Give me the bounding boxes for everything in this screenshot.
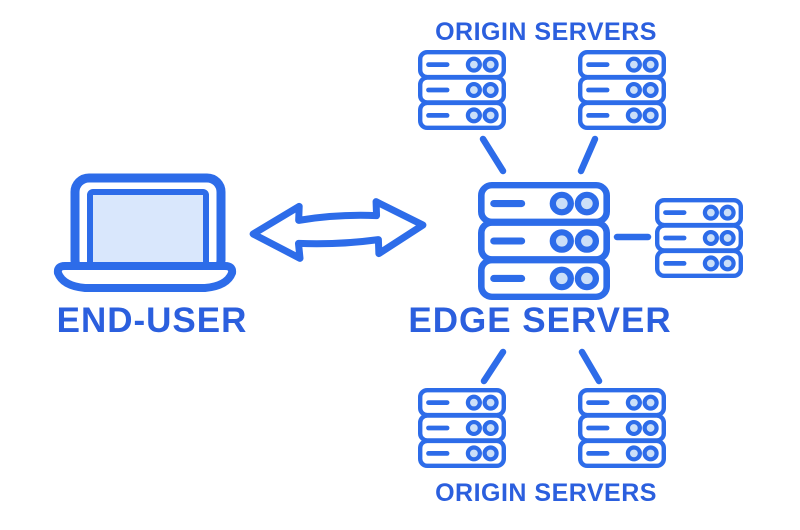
connector-edge-to-origin-bottom-left: [480, 348, 507, 385]
origin-server-bottom-right-icon: [578, 388, 666, 468]
origin-server-right-icon: [655, 198, 743, 278]
connector-edge-to-origin-top-left: [479, 135, 507, 175]
laptop-icon: [53, 173, 237, 292]
origin-server-bottom-left-icon: [418, 388, 506, 468]
origin-servers-top-label: ORIGIN SERVERS: [435, 18, 657, 46]
edge-server-label: EDGE SERVER: [408, 301, 672, 340]
edge-server-icon: [478, 182, 610, 300]
connector-edge-to-origin-top-right: [577, 135, 599, 175]
end-user-label: END-USER: [56, 301, 248, 340]
bidirectional-arrow-icon: [249, 198, 427, 262]
origin-servers-bottom-label: ORIGIN SERVERS: [435, 479, 657, 507]
origin-server-top-right-icon: [578, 50, 666, 130]
connector-edge-to-origin-bottom-right: [578, 348, 603, 385]
origin-server-top-left-icon: [418, 50, 506, 130]
